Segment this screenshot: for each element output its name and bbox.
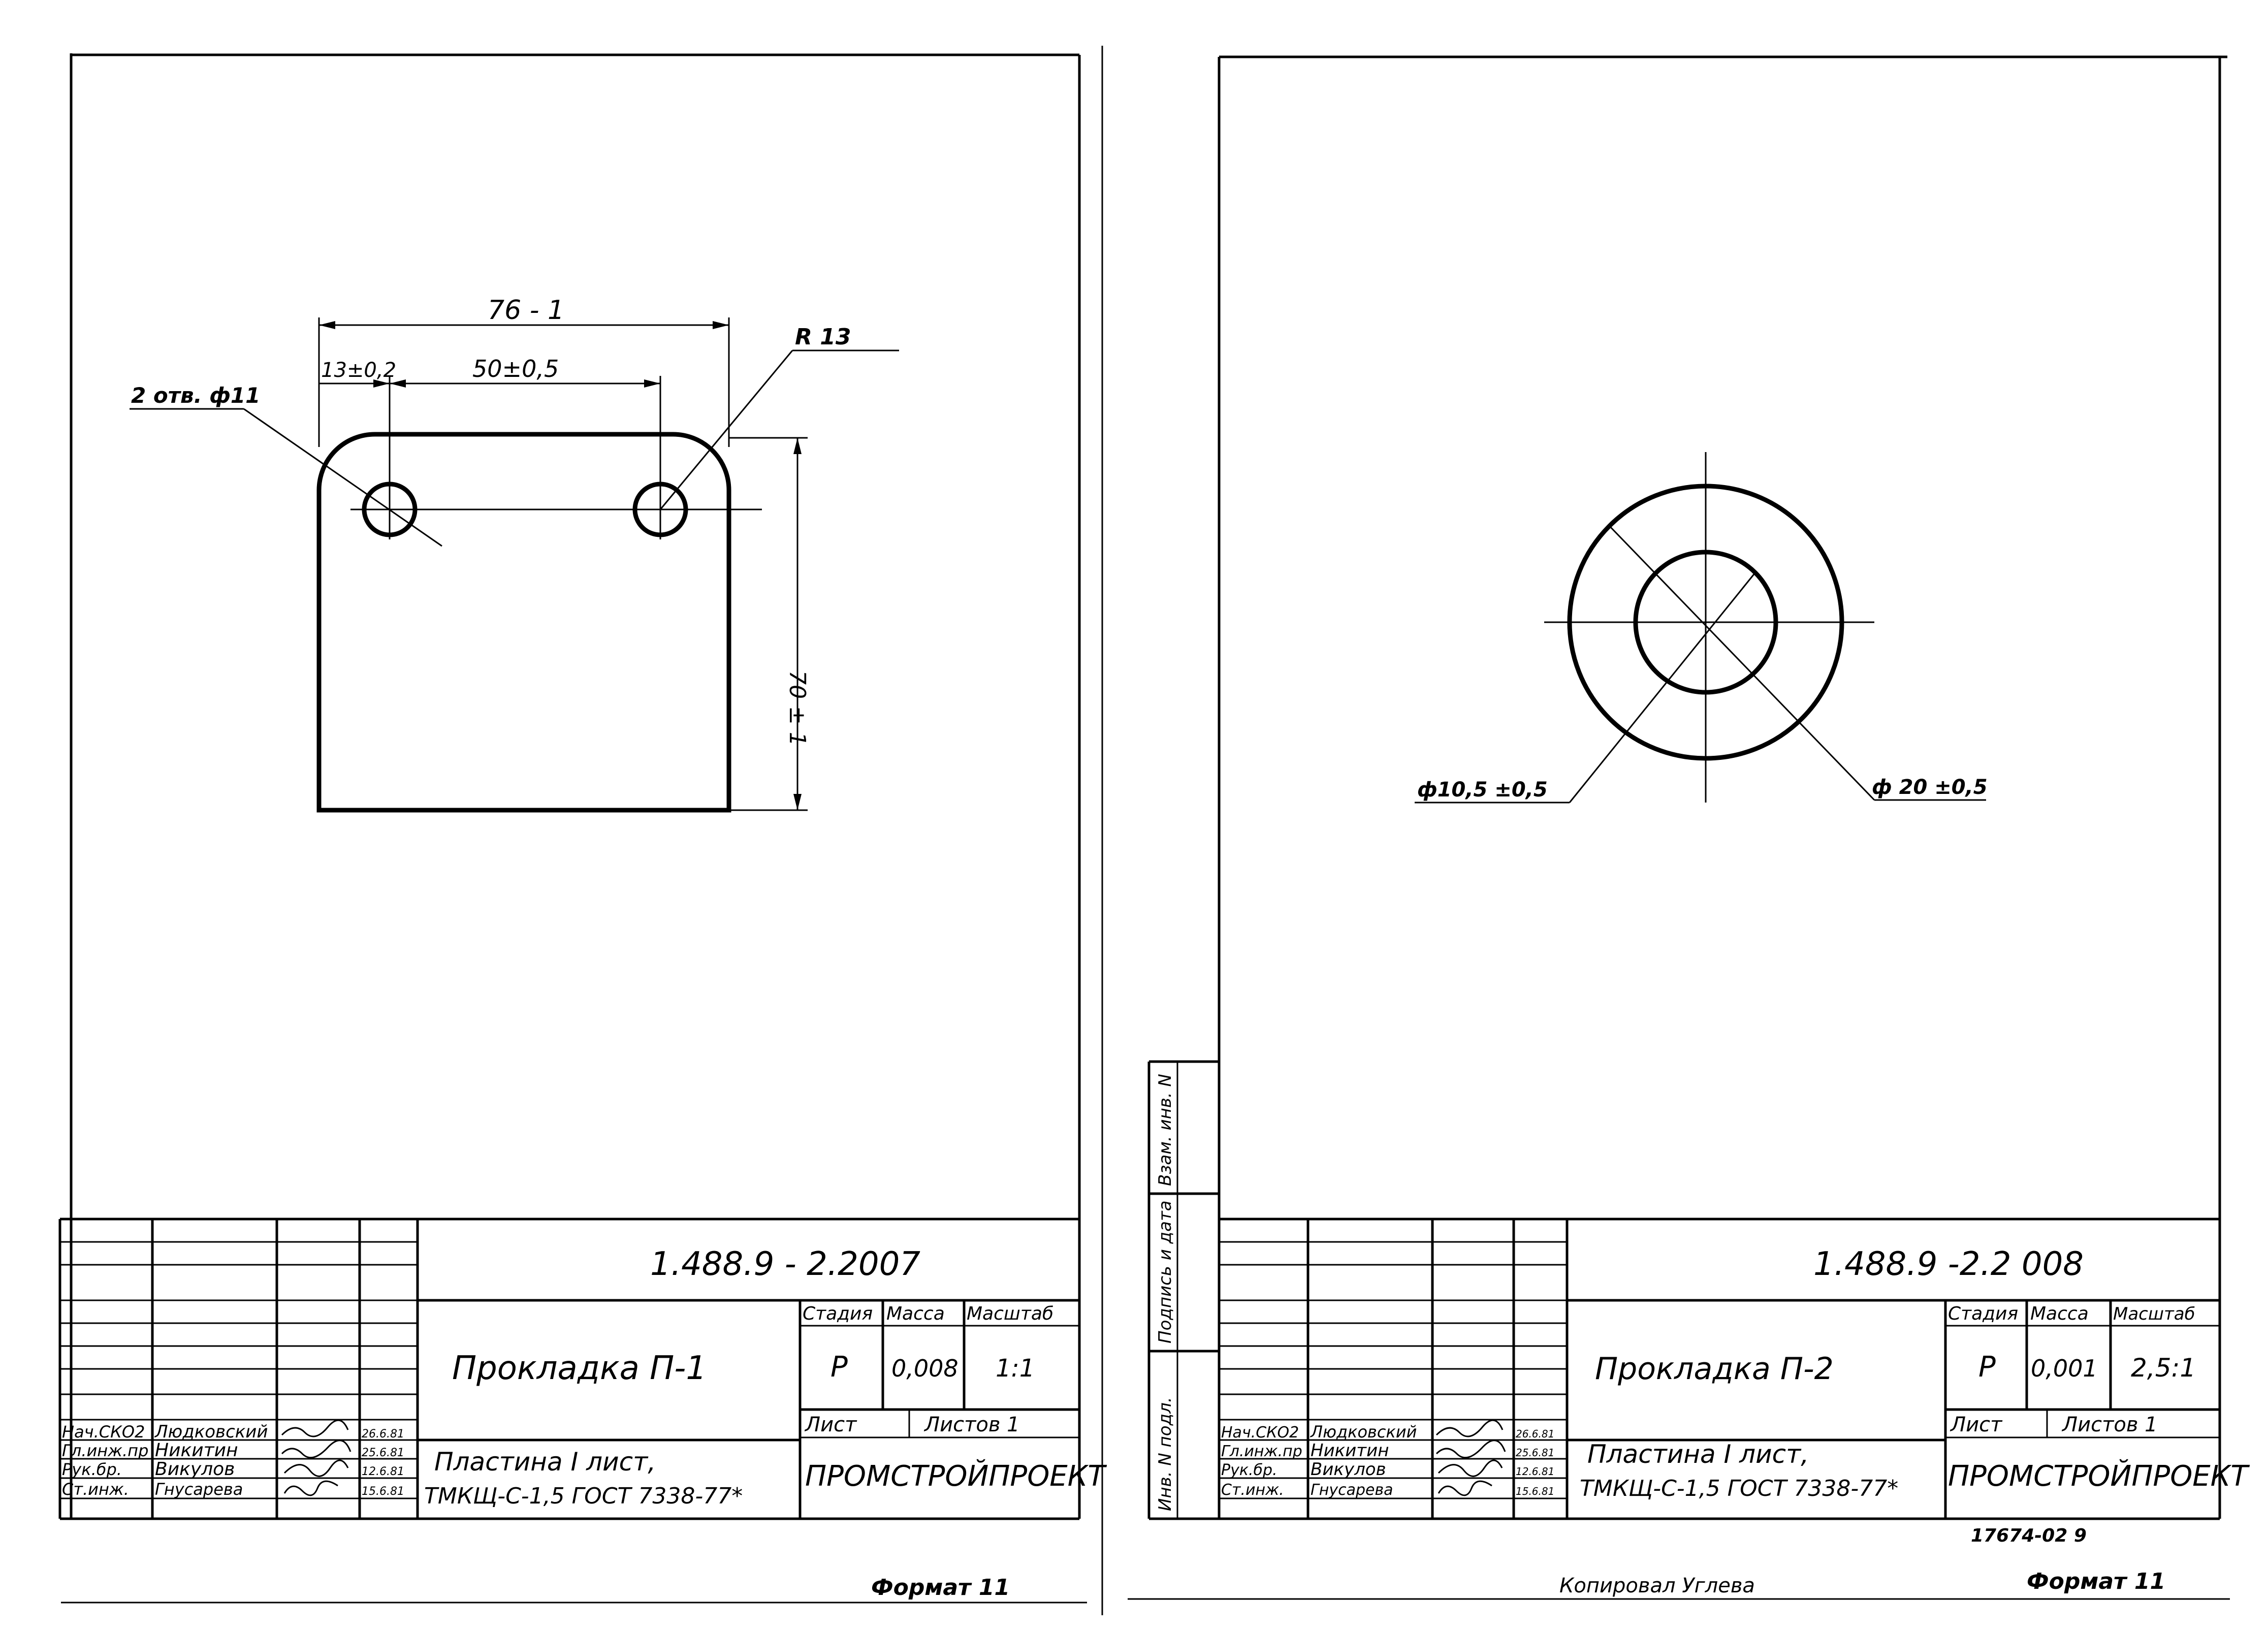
left-sig-name-4: Гнусарева xyxy=(155,1480,243,1499)
right-header-scale: Масштаб xyxy=(2113,1304,2195,1324)
right-designation: 1.488.9 -2.2 008 xyxy=(1813,1245,2084,1283)
right-sig-date-2: 25.6.81 xyxy=(1516,1447,1554,1459)
arrow xyxy=(644,379,660,388)
outer-dia-leader xyxy=(1608,525,1875,801)
left-sig-name-3: Викулов xyxy=(155,1459,235,1480)
left-sig-role-4: Ст.инж. xyxy=(62,1480,129,1499)
left-designation: 1.488.9 - 2.2007 xyxy=(650,1245,920,1283)
left-material-1: Пластина I лист, xyxy=(434,1447,656,1477)
dim-between-label: 50±0,5 xyxy=(472,355,559,382)
left-header-sheet: Лист xyxy=(804,1413,857,1436)
side-label-vzam: Взам. инв. N xyxy=(1155,1074,1175,1186)
side-label-inv-podl: Инв. N подл. xyxy=(1155,1397,1175,1511)
left-value-stage: Р xyxy=(830,1351,848,1384)
left-sig-date-2: 25.6.81 xyxy=(362,1447,404,1459)
right-value-mass: 0,001 xyxy=(2031,1355,2098,1382)
left-sig-date-3: 12.6.81 xyxy=(362,1465,404,1478)
left-header-mass: Масса xyxy=(886,1303,945,1324)
left-sig-date-1: 26.6.81 xyxy=(362,1428,404,1441)
inner-dia-leader xyxy=(1569,572,1756,803)
right-material-1: Пластина I лист, xyxy=(1587,1439,1809,1469)
left-value-mass: 0,008 xyxy=(891,1355,959,1382)
left-value-scale: 1:1 xyxy=(996,1354,1035,1383)
dim-height-label: 70 ± 1 xyxy=(784,670,810,746)
right-sig-date-1: 26.6.81 xyxy=(1516,1428,1554,1440)
right-signature-marks xyxy=(1435,1419,1506,1496)
left-sig-name-1: Людковский xyxy=(154,1422,268,1442)
right-sheet: Инв. N подл. Подпись и дата Взам. инв. N… xyxy=(1128,55,2250,1600)
dim-radius-label: R 13 xyxy=(795,324,851,350)
arrow xyxy=(373,379,390,388)
left-header-sheets: Листов 1 xyxy=(923,1413,1020,1436)
right-value-scale: 2,5:1 xyxy=(2131,1353,2196,1383)
right-sig-name-2: Никитин xyxy=(1311,1441,1389,1461)
plate-outline xyxy=(316,432,731,813)
left-material-2: ТМКЩ-С-1,5 ГОСТ 7338-77* xyxy=(424,1483,743,1509)
right-material-2: ТМКЩ-С-1,5 ГОСТ 7338-77* xyxy=(1580,1476,1898,1501)
right-sig-name-3: Викулов xyxy=(1311,1459,1386,1480)
left-sig-name-2: Никитин xyxy=(155,1440,238,1461)
right-part-name: Прокладка П-2 xyxy=(1595,1351,1834,1387)
left-title-block: 1.488.9 - 2.2007 Прокладка П-1 Пластина … xyxy=(58,1218,1107,1519)
dim-edge-label: 13±0,2 xyxy=(321,359,396,382)
right-sig-name-4: Гнусарева xyxy=(1311,1481,1393,1499)
left-sheet: 76 - 1 13±0,2 50±0,5 R 13 2 отв. ф11 70 … xyxy=(58,53,1107,1604)
arrow xyxy=(390,379,406,388)
right-organization: ПРОМСТРОЙПРОЕКТ xyxy=(1948,1460,2250,1493)
left-header-scale: Масштаб xyxy=(967,1303,1053,1324)
left-signature-marks xyxy=(281,1419,352,1496)
right-header-sheet: Лист xyxy=(1950,1413,2003,1436)
left-sig-role-2: Гл.инж.пр xyxy=(62,1441,148,1460)
side-label-podpis: Подпись и дата xyxy=(1155,1200,1175,1343)
left-part-name: Прокладка П-1 xyxy=(452,1350,707,1387)
arrow xyxy=(793,438,802,454)
right-title-block: 1.488.9 -2.2 008 Прокладка П-2 Пластина … xyxy=(1219,1218,2250,1519)
right-sig-role-2: Гл.инж.пр xyxy=(1221,1443,1302,1460)
dim-overall-label: 76 - 1 xyxy=(488,295,564,326)
left-sig-date-4: 15.6.81 xyxy=(362,1485,404,1498)
right-value-stage: Р xyxy=(1978,1351,1996,1384)
dim-holes-label: 2 отв. ф11 xyxy=(131,383,260,408)
right-sig-name-1: Людковский xyxy=(1310,1422,1417,1442)
right-header-sheets: Листов 1 xyxy=(2061,1413,2158,1436)
dim-outer-label: ф 20 ±0,5 xyxy=(1872,776,1988,799)
dim-inner-label: ф10,5 ±0,5 xyxy=(1417,778,1548,802)
holes-leader xyxy=(243,408,442,547)
radius-leader xyxy=(659,350,793,510)
copied-by: Копировал Углева xyxy=(1559,1574,1755,1597)
left-header-stage: Стадия xyxy=(803,1303,873,1324)
left-sig-role-3: Рук.бр. xyxy=(62,1460,122,1479)
left-format: Формат 11 xyxy=(871,1575,1010,1601)
right-sig-role-1: Нач.СКО2 xyxy=(1221,1424,1299,1442)
right-sig-role-3: Рук.бр. xyxy=(1221,1461,1277,1479)
right-sig-date-4: 15.6.81 xyxy=(1516,1485,1554,1497)
arrow xyxy=(319,321,335,329)
right-sig-role-4: Ст.инж. xyxy=(1221,1481,1284,1499)
arrow xyxy=(793,794,802,810)
left-sig-role-1: Нач.СКО2 xyxy=(62,1422,145,1442)
right-format: Формат 11 xyxy=(2027,1569,2165,1594)
stamp-number: 17674-02 9 xyxy=(1971,1525,2087,1546)
left-organization: ПРОМСТРОЙПРОЕКТ xyxy=(805,1460,1107,1493)
arrow xyxy=(713,321,729,329)
right-sig-date-3: 12.6.81 xyxy=(1516,1465,1554,1478)
right-header-stage: Стадия xyxy=(1948,1303,2018,1324)
right-header-mass: Масса xyxy=(2030,1303,2089,1324)
